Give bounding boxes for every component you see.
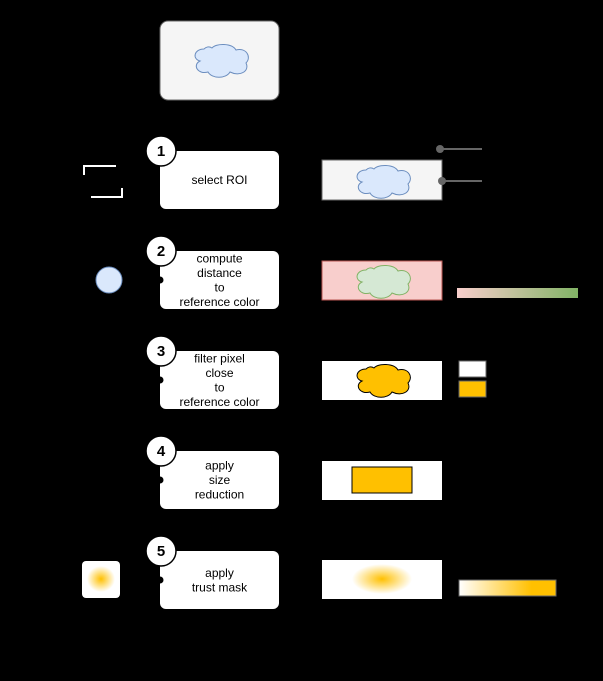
step-label-line: to xyxy=(214,380,224,394)
reference-color-swatch-icon xyxy=(95,266,123,294)
step-label-line: close xyxy=(205,366,233,380)
step-number-badge xyxy=(145,335,177,367)
step-input-port xyxy=(156,276,164,284)
step-number-badge xyxy=(145,535,177,567)
step-label-line: trust mask xyxy=(192,580,248,594)
output-trust-mask xyxy=(322,560,557,599)
step-card xyxy=(160,151,279,209)
roi-cloud-icon xyxy=(356,164,411,199)
step-label-line: distance xyxy=(197,266,242,280)
step-label-line: to xyxy=(214,280,224,294)
mask-on-swatch xyxy=(458,380,487,398)
input-image xyxy=(159,20,280,101)
step-input-port xyxy=(156,476,164,484)
step-label-line: apply xyxy=(205,566,234,580)
roi-bracket-icon xyxy=(83,165,123,198)
step-card xyxy=(160,551,279,609)
roi-bottom-connector-dot xyxy=(438,177,446,185)
step-number: 3 xyxy=(157,343,165,360)
trust-colorbar xyxy=(458,579,557,597)
step-label-line: apply xyxy=(205,459,234,473)
step-label-line: select ROI xyxy=(191,173,247,187)
trust-mask-thumbnail-icon xyxy=(82,561,120,598)
step-label-line: reference color xyxy=(179,295,259,309)
reduced-mask-rect xyxy=(351,466,413,494)
step-number: 1 xyxy=(157,143,165,160)
output-size-reduction xyxy=(322,461,442,500)
step-1: 1 select ROI xyxy=(145,135,279,209)
roi-top-connector-dot xyxy=(436,145,444,153)
step-card xyxy=(160,351,279,409)
mask-off-swatch xyxy=(458,360,487,378)
step-number: 5 xyxy=(157,543,165,560)
step-label-line: compute xyxy=(196,251,242,265)
step-card xyxy=(160,251,279,309)
distance-colorbar xyxy=(457,288,578,298)
output-roi xyxy=(321,145,482,201)
step-label-line: reference color xyxy=(179,395,259,409)
step-number-badge xyxy=(145,435,177,467)
step-number: 2 xyxy=(157,243,165,260)
trust-mask-blob xyxy=(352,564,412,594)
output-distance xyxy=(321,260,578,301)
step-card xyxy=(160,451,279,509)
cloud-image-icon xyxy=(194,43,249,78)
step-label-line: size xyxy=(209,473,231,487)
step-label-line: filter pixel xyxy=(194,351,245,365)
step-number-badge xyxy=(145,235,177,267)
step-input-port xyxy=(156,576,164,584)
step-label-line: reduction xyxy=(195,488,244,502)
output-filter xyxy=(322,360,487,400)
step-number: 4 xyxy=(157,443,166,460)
step-input-port xyxy=(156,376,164,384)
step-number-badge xyxy=(145,135,177,167)
distance-cloud-icon xyxy=(356,264,411,299)
filtered-cloud-icon xyxy=(356,363,411,398)
